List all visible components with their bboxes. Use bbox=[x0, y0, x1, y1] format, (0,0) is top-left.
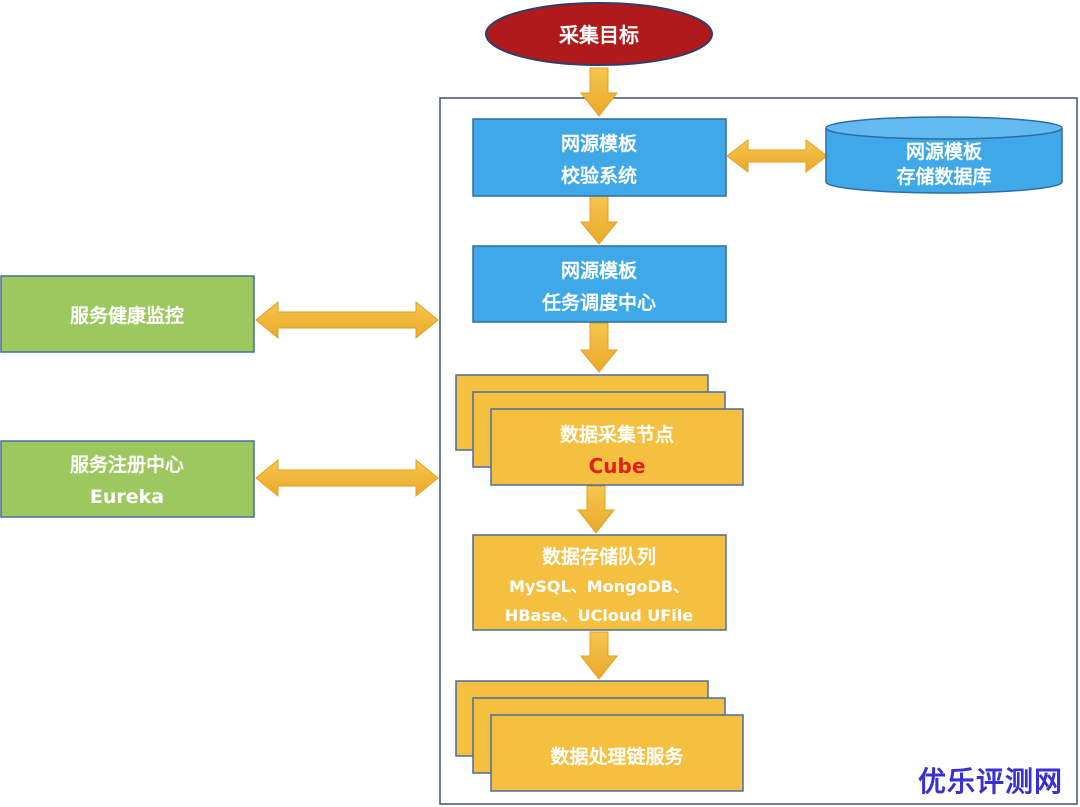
down-arrow bbox=[579, 631, 619, 680]
registry-line-2: Eureka bbox=[90, 486, 164, 508]
validate-line-1: 网源模板 bbox=[561, 132, 638, 155]
database-line-2: 存储数据库 bbox=[896, 165, 991, 188]
storage-line-1: 数据存储队列 bbox=[542, 545, 656, 568]
target-node: 采集目标 bbox=[485, 2, 713, 66]
down-arrow bbox=[579, 322, 619, 373]
collector-cube-label: Cube bbox=[589, 454, 646, 478]
processing-label: 数据处理链服务 bbox=[550, 745, 684, 768]
health-monitor-node: 服务健康监控 bbox=[0, 275, 255, 353]
processing-node-stack: 数据处理链服务 bbox=[455, 680, 744, 792]
collector-line-1: 数据采集节点 bbox=[560, 423, 674, 446]
template-database-node: 网源模板 存储数据库 bbox=[825, 116, 1063, 194]
bidirectional-arrow bbox=[255, 458, 439, 498]
service-registry-node: 服务注册中心 Eureka bbox=[0, 440, 255, 518]
registry-line-1: 服务注册中心 bbox=[70, 453, 184, 476]
storage-line-2: MySQL、MongoDB、 bbox=[509, 577, 689, 596]
database-line-1: 网源模板 bbox=[906, 140, 983, 163]
down-arrow bbox=[579, 67, 619, 117]
storage-queue-node: 数据存储队列 MySQL、MongoDB、 HBase、UCloud UFile bbox=[472, 534, 727, 631]
bidirectional-arrow bbox=[726, 138, 828, 174]
scheduler-node: 网源模板 任务调度中心 bbox=[472, 245, 727, 323]
scheduler-line-1: 网源模板 bbox=[561, 259, 638, 282]
watermark-logo: 优乐评测网 bbox=[918, 765, 1064, 798]
bidirectional-arrow bbox=[255, 300, 439, 340]
down-arrow bbox=[576, 485, 616, 534]
validate-line-2: 校验系统 bbox=[561, 164, 637, 187]
target-label: 采集目标 bbox=[559, 23, 639, 47]
storage-line-3: HBase、UCloud UFile bbox=[505, 606, 693, 625]
collector-node-stack: 数据采集节点 Cube bbox=[455, 374, 744, 486]
system-frame bbox=[439, 97, 1078, 805]
health-label: 服务健康监控 bbox=[70, 304, 184, 327]
validate-system-node: 网源模板 校验系统 bbox=[472, 118, 727, 197]
scheduler-line-2: 任务调度中心 bbox=[541, 291, 656, 314]
down-arrow bbox=[579, 195, 619, 245]
